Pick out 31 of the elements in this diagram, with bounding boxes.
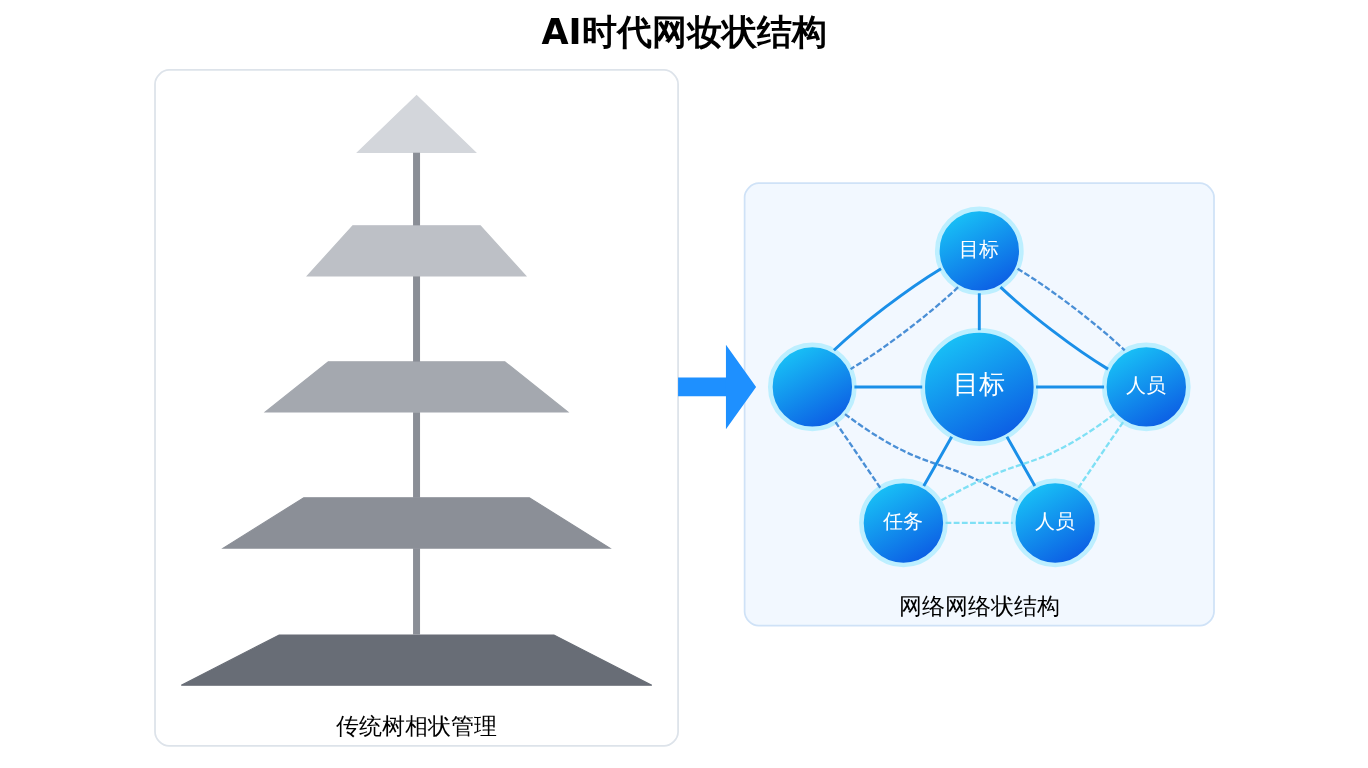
node-circle: 目标 — [919, 327, 1038, 446]
connector — [843, 413, 1019, 503]
connector — [412, 412, 420, 498]
arrow — [677, 344, 756, 430]
connector — [412, 548, 420, 635]
node-circle: 任务 — [858, 478, 948, 568]
connector — [849, 286, 959, 371]
node-trapezoid — [263, 361, 569, 413]
connector — [412, 276, 420, 362]
node-trapezoid — [180, 634, 652, 686]
connector — [1035, 385, 1104, 389]
connector — [1016, 267, 1125, 352]
connector — [412, 152, 420, 226]
connector — [834, 421, 881, 489]
cluster: 传统树相状管理 — [153, 69, 679, 747]
connector — [922, 436, 953, 487]
connector — [1005, 436, 1036, 487]
node-circle: 人员 — [1101, 342, 1191, 432]
node-triangle — [355, 94, 477, 154]
diagram-title: AI时代网妆状结构 — [540, 11, 827, 53]
node-trapezoid — [305, 225, 527, 277]
node-circle: 目标 — [934, 206, 1024, 296]
connector — [1076, 421, 1124, 489]
connector — [999, 286, 1109, 371]
node-circle: 人员 — [1010, 478, 1100, 568]
connector — [938, 413, 1115, 503]
connector — [832, 267, 942, 352]
node-trapezoid — [220, 497, 612, 549]
connector — [977, 293, 981, 331]
connector — [853, 385, 922, 389]
connector — [945, 521, 1013, 525]
